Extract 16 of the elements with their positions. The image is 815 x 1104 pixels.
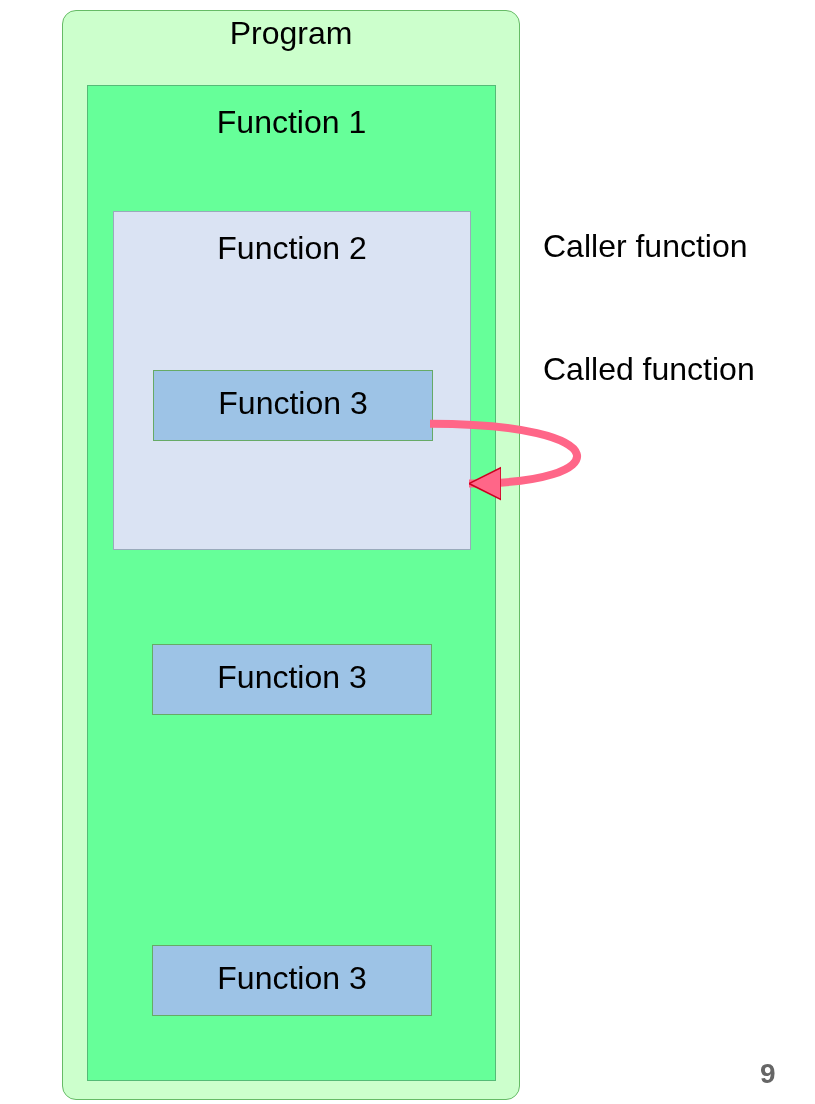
function-name: Function 1	[215, 104, 368, 141]
function-name: Program	[228, 15, 354, 52]
function-box	[87, 85, 496, 1081]
function-name: Function 3	[217, 385, 369, 422]
curved-arrow	[429, 419, 581, 500]
function-name: Function 3	[216, 659, 368, 696]
function-name: Function 3	[216, 960, 368, 997]
note-text: Called function	[543, 351, 755, 388]
scroll-panel	[62, 10, 520, 1100]
page-number: 9	[760, 1058, 776, 1090]
note-text: Caller function	[543, 228, 748, 265]
function-box	[152, 644, 432, 715]
function-box	[153, 370, 433, 441]
function-name: Function 2	[216, 230, 368, 267]
function-box	[113, 211, 471, 550]
function-box	[152, 945, 432, 1016]
